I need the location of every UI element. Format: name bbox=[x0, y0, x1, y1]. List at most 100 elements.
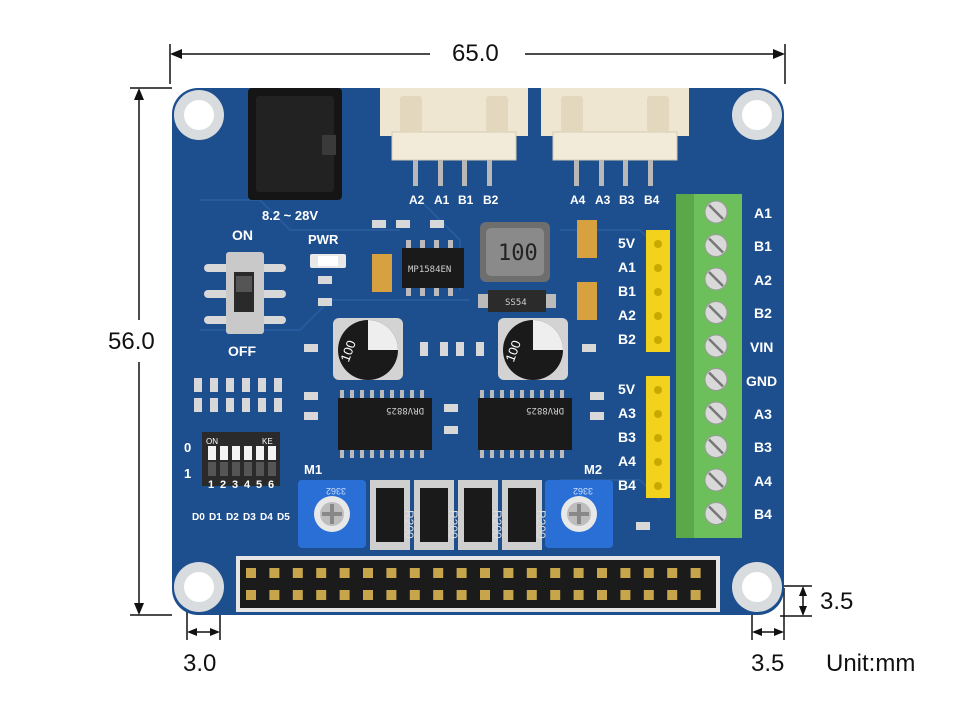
svg-text:3362: 3362 bbox=[326, 486, 346, 496]
svg-text:ON: ON bbox=[206, 437, 218, 446]
svg-text:4: 4 bbox=[244, 479, 251, 491]
gpio-pin bbox=[690, 590, 701, 600]
svg-text:B3: B3 bbox=[754, 439, 772, 455]
gpio-pin bbox=[620, 568, 631, 578]
gpio-pin bbox=[409, 590, 420, 600]
svg-text:A2: A2 bbox=[754, 272, 772, 288]
header-top bbox=[646, 230, 670, 352]
svg-text:R200: R200 bbox=[534, 510, 548, 539]
svg-text:100: 100 bbox=[498, 241, 538, 266]
svg-text:A1: A1 bbox=[434, 193, 450, 207]
svg-text:D1: D1 bbox=[209, 512, 222, 523]
terminal-screw-slot bbox=[708, 371, 724, 388]
svg-text:1: 1 bbox=[208, 479, 214, 491]
tantalum-cap-3 bbox=[577, 282, 597, 320]
gpio-pin bbox=[433, 568, 444, 578]
svg-text:5V: 5V bbox=[618, 381, 636, 397]
power-switch bbox=[204, 252, 286, 334]
mounting-holes bbox=[174, 90, 782, 612]
gpio-pin bbox=[597, 568, 607, 578]
gpio-pin bbox=[269, 590, 280, 600]
terminal-labels: A1 B1 A2 B2 VIN GND A3 B3 A4 B4 bbox=[746, 205, 777, 522]
motor-m1-label: M1 bbox=[304, 462, 322, 477]
gpio-pin bbox=[339, 568, 350, 578]
svg-text:A1: A1 bbox=[618, 259, 636, 275]
terminal-screw-slot bbox=[708, 472, 724, 488]
svg-text:D0: D0 bbox=[192, 512, 205, 523]
dc-power-jack bbox=[248, 88, 342, 200]
input-voltage-label: 8.2 ~ 28V bbox=[262, 208, 318, 223]
svg-text:A4: A4 bbox=[618, 453, 636, 469]
driver-chip-right: DRV8825 bbox=[478, 390, 572, 458]
svg-text:B4: B4 bbox=[618, 477, 636, 493]
svg-text:A3: A3 bbox=[595, 193, 611, 207]
svg-text:KE: KE bbox=[262, 437, 273, 446]
connector-right bbox=[541, 88, 689, 186]
terminal-screw-slot bbox=[708, 438, 724, 455]
gpio-pin bbox=[456, 568, 467, 578]
terminal-screw-slot bbox=[708, 405, 724, 421]
gpio-pin bbox=[550, 590, 561, 600]
height-dimension-label: 56.0 bbox=[108, 328, 155, 355]
electrolytic-cap-right: 100 bbox=[498, 318, 568, 380]
dip-zero-label: 0 bbox=[184, 440, 191, 455]
svg-text:D3: D3 bbox=[243, 512, 256, 523]
svg-text:GND: GND bbox=[746, 373, 777, 389]
dimension-lines bbox=[130, 44, 812, 640]
svg-text:3: 3 bbox=[232, 479, 238, 491]
gpio-pin bbox=[480, 568, 490, 578]
svg-text:DRV8825: DRV8825 bbox=[386, 405, 424, 415]
gpio-header bbox=[236, 556, 720, 612]
gpio-pin bbox=[292, 590, 303, 600]
gpio-pin bbox=[363, 590, 373, 600]
svg-text:VIN: VIN bbox=[750, 339, 773, 355]
svg-text:A3: A3 bbox=[754, 406, 772, 422]
gpio-pin bbox=[246, 590, 256, 600]
terminal-screw-slot bbox=[708, 338, 724, 354]
potentiometer-right: 3362 bbox=[545, 480, 613, 548]
switch-off-label: OFF bbox=[228, 343, 256, 359]
gpio-pin bbox=[316, 590, 327, 600]
svg-text:A4: A4 bbox=[570, 193, 586, 207]
svg-text:B1: B1 bbox=[754, 238, 772, 254]
terminal-screw-slot bbox=[708, 271, 724, 287]
svg-text:A4: A4 bbox=[754, 473, 772, 489]
tantalum-cap-1 bbox=[372, 254, 392, 292]
terminal-screw-slot bbox=[708, 237, 724, 254]
svg-text:D4: D4 bbox=[260, 512, 273, 523]
gpio-pin bbox=[667, 590, 678, 600]
dip-one-label: 1 bbox=[184, 466, 191, 481]
gpio-pin bbox=[620, 590, 631, 600]
inductor: 100 bbox=[480, 222, 550, 282]
regulator-chip: MP1584EN bbox=[402, 240, 464, 296]
gpio-pin bbox=[363, 568, 373, 578]
terminal-screw-slot bbox=[708, 204, 724, 220]
gpio-pin bbox=[292, 568, 303, 578]
gpio-pin bbox=[386, 568, 397, 578]
svg-text:2: 2 bbox=[220, 479, 226, 491]
svg-text:A3: A3 bbox=[618, 405, 636, 421]
svg-text:SS54: SS54 bbox=[505, 298, 527, 308]
bottom-hole-offset-label: 3.5 bbox=[820, 588, 854, 615]
gpio-pin bbox=[526, 568, 537, 578]
gpio-pin bbox=[339, 590, 350, 600]
svg-text:B4: B4 bbox=[754, 506, 772, 522]
svg-text:D5: D5 bbox=[277, 512, 290, 523]
gpio-pin bbox=[690, 568, 701, 578]
svg-text:R200: R200 bbox=[402, 510, 416, 539]
gpio-pin bbox=[643, 590, 654, 600]
svg-text:R200: R200 bbox=[446, 510, 460, 539]
svg-text:B4: B4 bbox=[644, 193, 660, 207]
svg-text:100: 100 bbox=[502, 338, 524, 364]
right-hole-offset-label: 3.5 bbox=[751, 650, 785, 677]
svg-text:B2: B2 bbox=[618, 331, 636, 347]
screw-terminal-block bbox=[676, 194, 742, 538]
svg-text:B3: B3 bbox=[618, 429, 636, 445]
svg-text:A2: A2 bbox=[409, 193, 425, 207]
gpio-pin bbox=[386, 590, 397, 600]
gpio-pin bbox=[667, 568, 678, 578]
header-top-labels: 5V A1 B1 A2 B2 bbox=[618, 235, 636, 347]
gpio-pin bbox=[643, 568, 654, 578]
gpio-pin bbox=[480, 590, 490, 600]
tantalum-cap-2 bbox=[577, 220, 597, 258]
